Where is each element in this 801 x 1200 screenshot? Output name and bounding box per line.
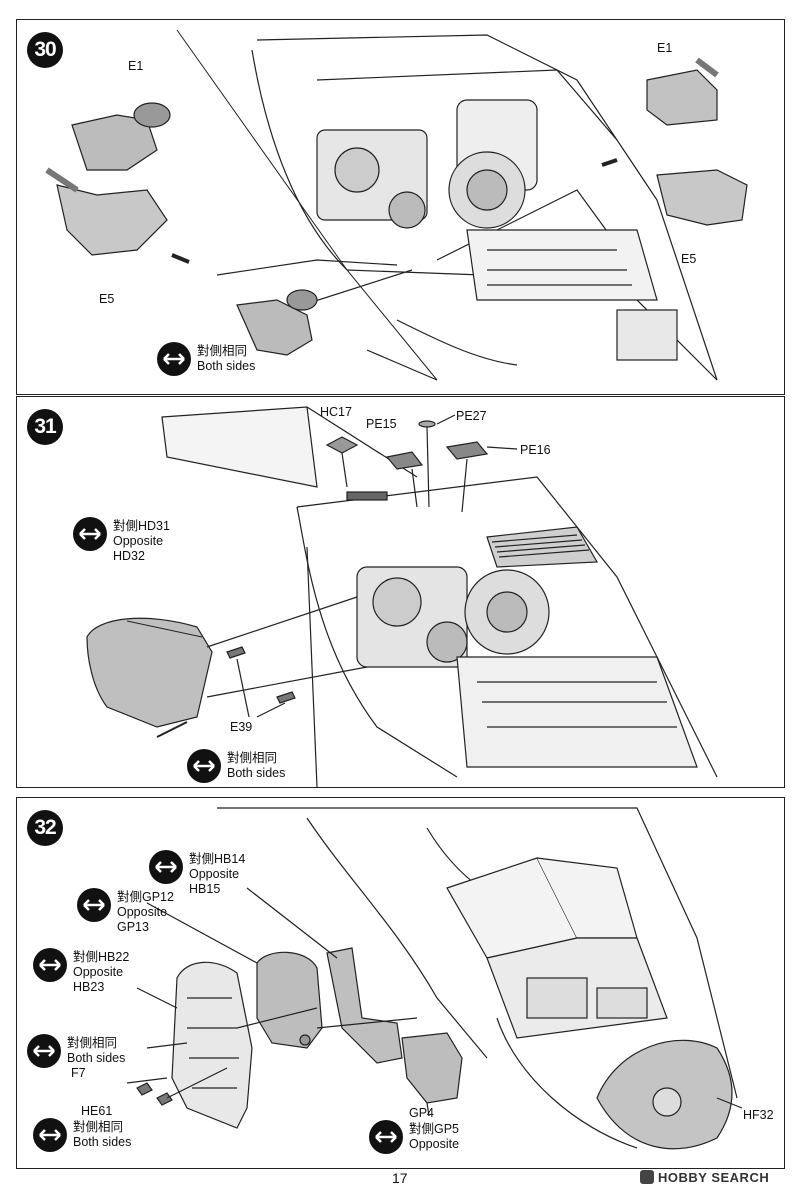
opposite-note: 對側HD31 Opposite HD32 bbox=[73, 517, 170, 564]
watermark: HOBBY SEARCH bbox=[640, 1170, 769, 1185]
note-en: Both sides bbox=[227, 766, 286, 780]
both-sides-note-he61: 對側相同 Both sides bbox=[33, 1118, 131, 1152]
watermark-logo-icon bbox=[640, 1170, 654, 1184]
double-arrow-icon bbox=[27, 1034, 61, 1068]
part-label-e5: E5 bbox=[99, 292, 115, 306]
part-label-gp4: GP4 bbox=[409, 1106, 435, 1120]
note-en: Opposite bbox=[409, 1137, 460, 1151]
double-arrow-icon bbox=[157, 342, 191, 376]
part-label-e1: E1 bbox=[657, 41, 673, 55]
part-label-pe15: PE15 bbox=[366, 417, 397, 431]
part-label-hc17: HC17 bbox=[320, 405, 352, 419]
note-part: HB15 bbox=[189, 882, 221, 896]
double-arrow-icon bbox=[149, 850, 183, 884]
note-zh: 對側GP5 bbox=[409, 1122, 460, 1136]
note-en: Both sides bbox=[197, 359, 256, 373]
both-sides-note-f7: 對側相同 Both sides F7 bbox=[27, 1034, 125, 1081]
step-number-badge: 30 bbox=[27, 32, 63, 68]
note-en: Opposite bbox=[117, 905, 168, 919]
double-arrow-icon bbox=[33, 948, 67, 982]
note-zh: 對側相同 bbox=[227, 751, 278, 765]
note-en: Opposite bbox=[189, 867, 240, 881]
part-label-e5: E5 bbox=[681, 252, 697, 266]
note-en: Both sides bbox=[73, 1135, 132, 1149]
note-zh: 對側HB22 bbox=[73, 950, 130, 964]
step-number-badge: 31 bbox=[27, 409, 63, 445]
part-label-he61: HE61 bbox=[81, 1104, 113, 1118]
opposite-note-hb14: 對側HB14 Opposite HB15 bbox=[149, 850, 245, 897]
step-31-illustration bbox=[86, 406, 718, 787]
note-zh: 對側相同 bbox=[197, 344, 248, 358]
note-en: Opposite bbox=[73, 965, 124, 979]
part-label-pe27: PE27 bbox=[456, 409, 487, 423]
part-label-hf32: HF32 bbox=[743, 1108, 774, 1122]
double-arrow-icon bbox=[73, 517, 107, 551]
double-arrow-icon bbox=[369, 1120, 403, 1154]
note-en: Opposite bbox=[113, 534, 164, 548]
note-part: GP13 bbox=[117, 920, 149, 934]
step-30-illustration bbox=[45, 29, 748, 381]
double-arrow-icon bbox=[187, 749, 221, 783]
watermark-text: HOBBY SEARCH bbox=[658, 1170, 770, 1185]
both-sides-note: 對側相同 Both sides bbox=[157, 342, 255, 376]
note-zh: 對側相同 bbox=[73, 1120, 124, 1134]
note-en: Both sides bbox=[67, 1051, 126, 1065]
note-zh: 對側相同 bbox=[67, 1036, 118, 1050]
step-number-badge: 32 bbox=[27, 810, 63, 846]
step-32-illustration bbox=[126, 807, 743, 1150]
opposite-note-gp12: 對側GP12 Opposite GP13 bbox=[77, 888, 174, 935]
page-number: 17 bbox=[392, 1170, 408, 1186]
part-label-e1: E1 bbox=[128, 59, 144, 73]
note-part: HB23 bbox=[73, 980, 105, 994]
double-arrow-icon bbox=[33, 1118, 67, 1152]
part-label-f7: F7 bbox=[71, 1066, 86, 1080]
double-arrow-icon bbox=[77, 888, 111, 922]
step-32-panel: 32 bbox=[16, 797, 785, 1169]
opposite-note-hb22: 對側HB22 Opposite HB23 bbox=[33, 948, 129, 995]
opposite-note-gp5: 對側GP5 Opposite bbox=[369, 1120, 459, 1154]
note-zh: 對側HD31 bbox=[113, 519, 170, 533]
both-sides-note: 對側相同 Both sides bbox=[187, 749, 285, 783]
note-part: HD32 bbox=[113, 549, 145, 563]
step-30-panel: 30 bbox=[16, 19, 785, 395]
part-label-pe16: PE16 bbox=[520, 443, 551, 457]
note-zh: 對側HB14 bbox=[189, 852, 246, 866]
part-label-e39: E39 bbox=[230, 720, 253, 734]
note-zh: 對側GP12 bbox=[117, 890, 174, 904]
step-31-panel: 31 bbox=[16, 396, 785, 788]
